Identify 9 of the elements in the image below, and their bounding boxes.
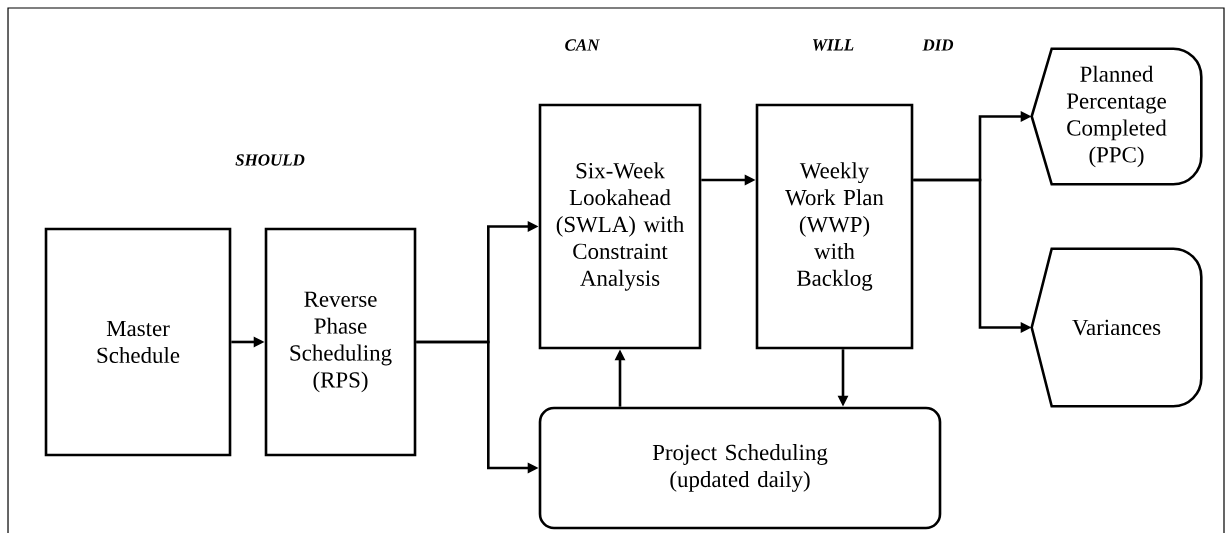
process-box: Reverse Phase Scheduling (RPS) [264,227,417,457]
stage-label: SHOULD [235,154,305,166]
rounded-process-box: Project Scheduling (updated daily) [538,406,942,530]
stage-label: CAN [565,39,600,51]
stage-label: DID [922,39,954,51]
process-box: Master Schedule [44,227,232,457]
process-box: Weekly Work Plan (WWP) with Backlog [755,103,914,350]
process-box: Six-Week Lookahead (SWLA) with Constraint Analysis [538,103,702,350]
stage-label: WILL [813,39,854,51]
